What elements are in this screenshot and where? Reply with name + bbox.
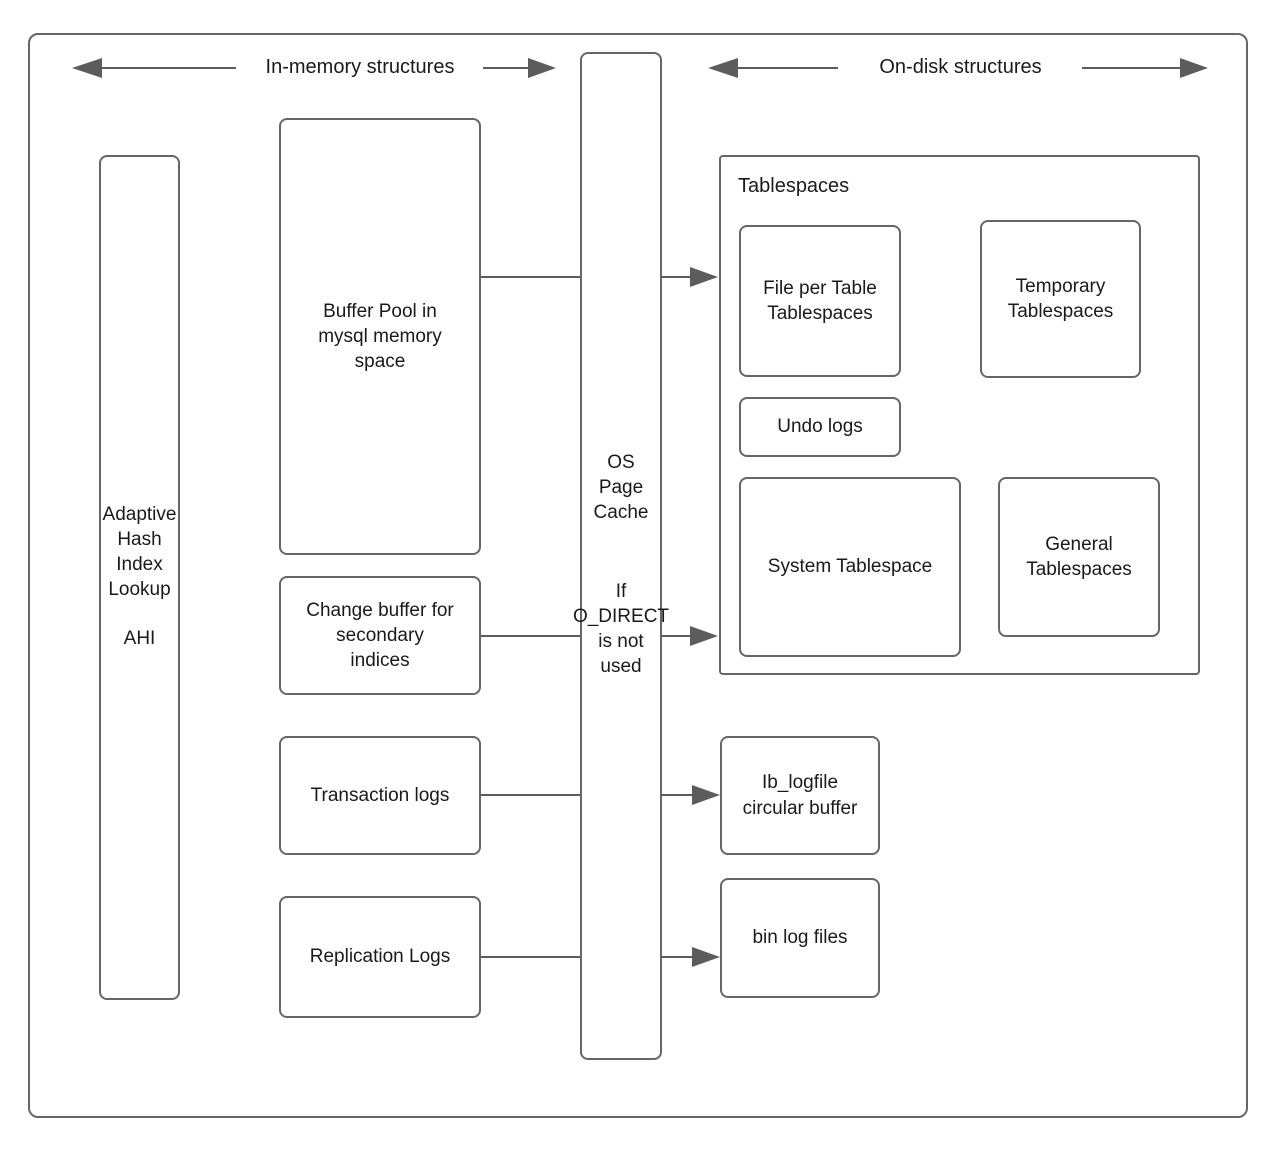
node-bin-log-files[interactable]: bin log files [720, 878, 880, 998]
node-adaptive-hash-index[interactable]: Adaptive Hash Index Lookup AHI [99, 155, 180, 1000]
node-buffer-pool[interactable]: Buffer Pool in mysql memory space [279, 118, 481, 555]
node-change-buffer[interactable]: Change buffer for secondary indices [279, 576, 481, 695]
node-system-tablespace[interactable]: System Tablespace [739, 477, 961, 657]
band-label-in-memory: In-memory structures [265, 56, 455, 78]
node-undo-logs[interactable]: Undo logs [739, 397, 901, 457]
node-temporary-tablespaces[interactable]: Temporary Tablespaces [980, 220, 1141, 378]
node-ib-logfile[interactable]: Ib_logfile circular buffer [720, 736, 880, 855]
group-tablespaces-title: Tablespaces [738, 175, 850, 197]
node-transaction-logs[interactable]: Transaction logs [279, 736, 481, 855]
node-replication-logs[interactable]: Replication Logs [279, 896, 481, 1018]
band-label-on-disk: On-disk structures [879, 56, 1042, 78]
node-general-tablespaces[interactable]: General Tablespaces [998, 477, 1160, 637]
node-file-per-table-tablespaces[interactable]: File per Table Tablespaces [739, 225, 901, 377]
node-os-page-cache[interactable] [580, 52, 662, 1060]
